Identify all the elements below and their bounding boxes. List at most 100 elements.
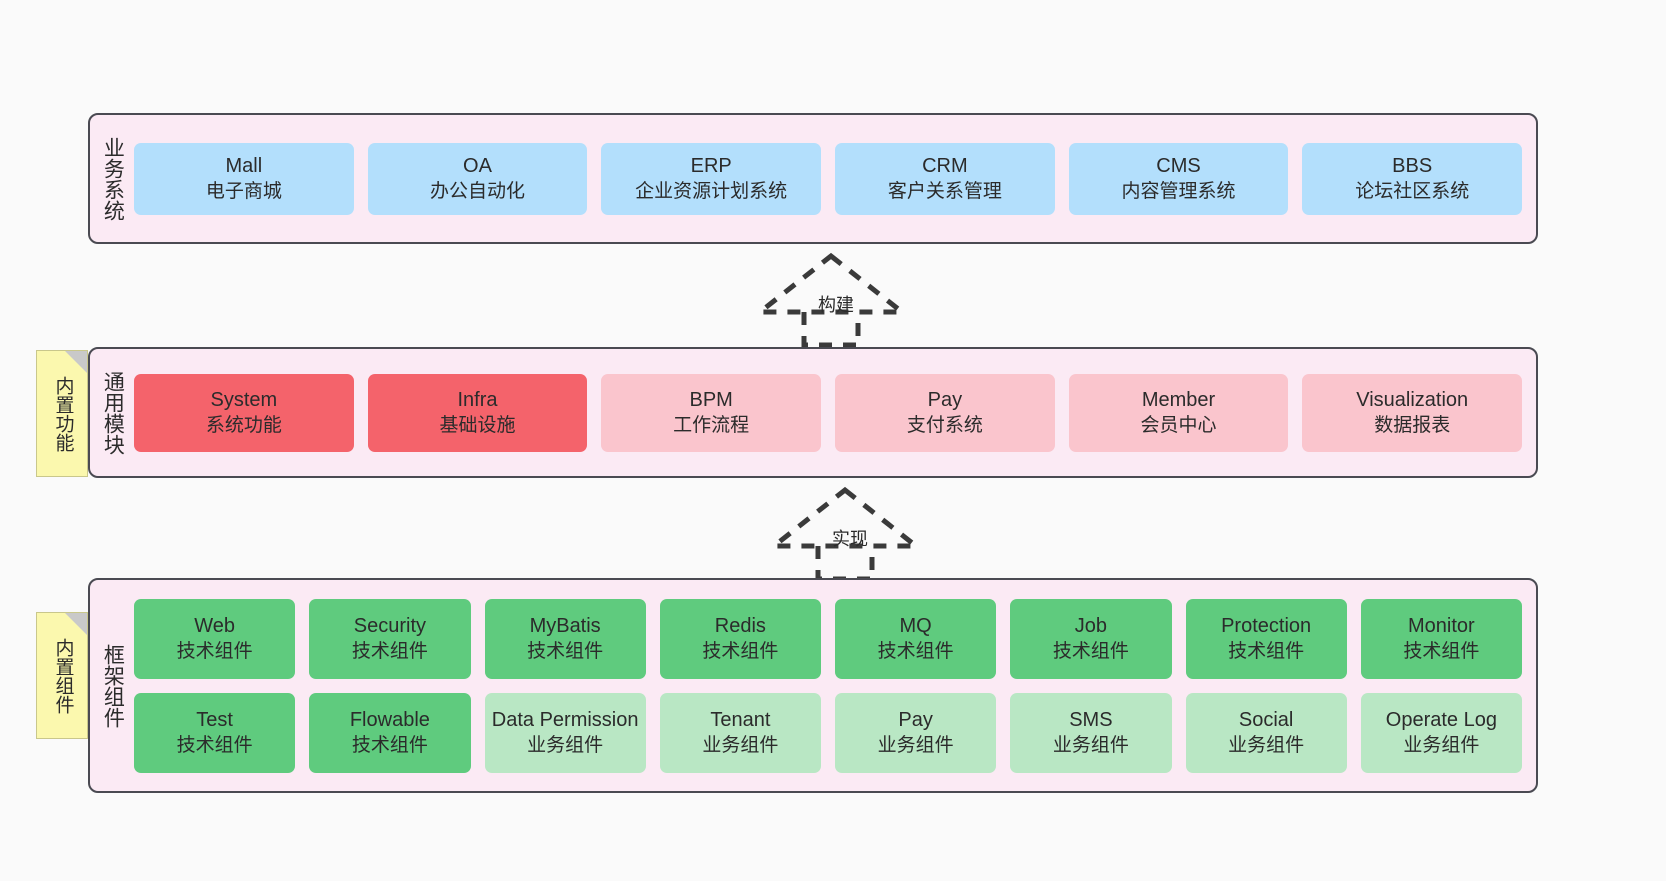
card-monitor[interactable]: Monitor 技术组件 [1360, 598, 1522, 679]
card-subtitle: 业务组件 [1403, 735, 1480, 757]
card-job[interactable]: Job 技术组件 [1010, 598, 1172, 679]
card-subtitle: 系统功能 [205, 415, 282, 437]
card-title: Member [1141, 388, 1216, 411]
card-title: BPM [689, 388, 733, 411]
card-redis[interactable]: Redis 技术组件 [659, 598, 821, 679]
card-subtitle: 技术组件 [351, 735, 428, 757]
card-title: CMS [1156, 154, 1201, 177]
card-title: Operate Log [1385, 708, 1497, 731]
layer-body-business-system: Mall 电子商城 OA 办公自动化 ERP 企业资源计划系统 CRM 客户关系… [134, 115, 1536, 242]
card-tenant[interactable]: Tenant 业务组件 [659, 692, 821, 773]
card-title: Security [353, 614, 426, 637]
card-subtitle: 技术组件 [176, 735, 253, 757]
card-subtitle: 内容管理系统 [1121, 181, 1236, 203]
card-title: BBS [1392, 154, 1433, 177]
card-mq[interactable]: MQ 技术组件 [835, 598, 997, 679]
card-cms[interactable]: CMS 内容管理系统 [1068, 142, 1289, 215]
note-builtin-component: 内置组件 [36, 612, 88, 739]
card-pay[interactable]: Pay 支付系统 [835, 373, 1055, 452]
card-operate-log[interactable]: Operate Log 业务组件 [1360, 692, 1522, 773]
card-title: OA [463, 154, 492, 177]
card-subtitle: 电子商城 [205, 181, 282, 203]
build-arrow-label: 构建 [818, 295, 854, 315]
card-mall[interactable]: Mall 电子商城 [134, 142, 354, 215]
layer-body-framework-component: Web 技术组件 Security 技术组件 MyBatis 技术组件 Redi… [134, 580, 1536, 791]
implement-arrow-label: 实现 [832, 529, 868, 549]
card-title: Pay [927, 388, 963, 411]
card-title: Test [196, 708, 233, 731]
card-subtitle: 论坛社区系统 [1355, 181, 1470, 203]
card-title: SMS [1069, 708, 1113, 731]
card-subtitle: 技术组件 [1052, 641, 1129, 663]
card-row: System 系统功能 Infra 基础设施 BPM 工作流程 Pay 支付系统… [134, 373, 1523, 452]
card-subtitle: 客户关系管理 [887, 181, 1002, 203]
card-subtitle: 技术组件 [351, 641, 428, 663]
card-title: Web [194, 614, 235, 637]
card-test[interactable]: Test 技术组件 [134, 692, 296, 773]
card-subtitle: 业务组件 [1052, 735, 1129, 757]
layer-common-module: 通用模块 System 系统功能 Infra 基础设施 BPM 工作流程 Pay… [88, 347, 1538, 478]
note-builtin-function: 内置功能 [36, 350, 88, 477]
card-subtitle: 会员中心 [1140, 415, 1217, 437]
card-data-permission[interactable]: Data Permission 业务组件 [484, 692, 646, 773]
card-subtitle: 技术组件 [702, 641, 779, 663]
card-title: Job [1074, 614, 1107, 637]
card-title: Redis [714, 614, 766, 637]
card-title: MyBatis [529, 614, 601, 637]
card-subtitle: 支付系统 [906, 415, 983, 437]
card-title: System [210, 388, 278, 411]
card-subtitle: 业务组件 [877, 735, 954, 757]
card-title: Visualization [1356, 388, 1469, 411]
layer-title-common-module: 通用模块 [101, 370, 125, 455]
card-title: Tenant [710, 708, 771, 731]
card-crm[interactable]: CRM 客户关系管理 [835, 142, 1055, 215]
card-subtitle: 企业资源计划系统 [635, 181, 788, 203]
card-title: Flowable [349, 708, 430, 731]
card-title: Data Permission [491, 708, 639, 731]
card-row: Test 技术组件 Flowable 技术组件 Data Permission … [134, 692, 1522, 773]
layer-body-common-module: System 系统功能 Infra 基础设施 BPM 工作流程 Pay 支付系统… [134, 349, 1536, 476]
card-mybatis[interactable]: MyBatis 技术组件 [484, 598, 646, 679]
card-social[interactable]: Social 业务组件 [1185, 692, 1347, 773]
card-bbs[interactable]: BBS 论坛社区系统 [1302, 142, 1523, 215]
card-pay-business[interactable]: Pay 业务组件 [835, 692, 997, 773]
card-system[interactable]: System 系统功能 [134, 373, 354, 452]
card-title: Monitor [1408, 614, 1475, 637]
card-title: Infra [457, 388, 498, 411]
card-subtitle: 业务组件 [702, 735, 779, 757]
card-title: Pay [898, 708, 933, 731]
card-row: Web 技术组件 Security 技术组件 MyBatis 技术组件 Redi… [134, 598, 1522, 679]
card-subtitle: 技术组件 [527, 641, 604, 663]
card-title: ERP [690, 154, 732, 177]
card-erp[interactable]: ERP 企业资源计划系统 [601, 142, 822, 215]
card-subtitle: 业务组件 [527, 735, 604, 757]
card-sms[interactable]: SMS 业务组件 [1010, 692, 1172, 773]
card-member[interactable]: Member 会员中心 [1068, 373, 1289, 452]
card-subtitle: 办公自动化 [430, 181, 526, 203]
card-subtitle: 技术组件 [176, 641, 253, 663]
layer-title-framework-component: 框架组件 [101, 643, 125, 728]
card-bpm[interactable]: BPM 工作流程 [601, 373, 822, 452]
card-subtitle: 技术组件 [1228, 641, 1305, 663]
card-subtitle: 技术组件 [1403, 641, 1480, 663]
card-subtitle: 业务组件 [1228, 735, 1305, 757]
card-title: CRM [922, 154, 968, 177]
layer-title-business-system: 业务系统 [101, 136, 125, 221]
card-flowable[interactable]: Flowable 技术组件 [309, 692, 471, 773]
card-oa[interactable]: OA 办公自动化 [367, 142, 588, 215]
card-title: MQ [899, 614, 932, 637]
card-row: Mall 电子商城 OA 办公自动化 ERP 企业资源计划系统 CRM 客户关系… [134, 142, 1523, 215]
card-visualization[interactable]: Visualization 数据报表 [1302, 373, 1523, 452]
card-title: Protection [1221, 614, 1312, 637]
layer-framework-component: 框架组件 Web 技术组件 Security 技术组件 MyBatis 技术组件… [88, 578, 1538, 793]
card-web[interactable]: Web 技术组件 [134, 598, 296, 679]
card-title: Mall [225, 154, 263, 177]
card-subtitle: 工作流程 [673, 415, 750, 437]
card-infra[interactable]: Infra 基础设施 [367, 373, 588, 452]
card-security[interactable]: Security 技术组件 [309, 598, 471, 679]
layer-business-system: 业务系统 Mall 电子商城 OA 办公自动化 ERP 企业资源计划系统 CRM… [88, 113, 1538, 244]
card-protection[interactable]: Protection 技术组件 [1185, 598, 1347, 679]
build-arrow-icon [756, 252, 906, 347]
card-subtitle: 基础设施 [439, 415, 516, 437]
